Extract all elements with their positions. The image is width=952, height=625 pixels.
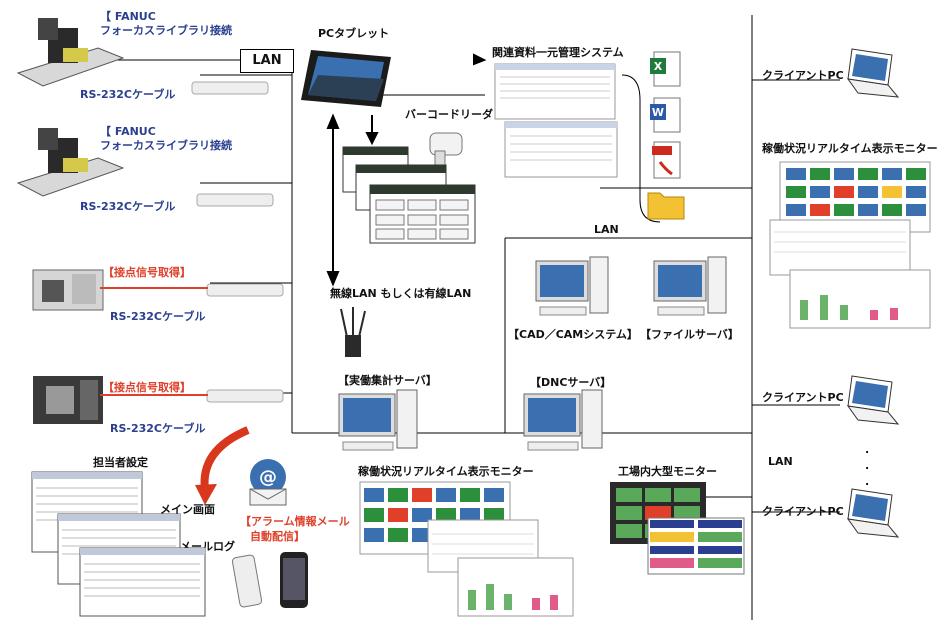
machine-4-title: 【接点信号取得】: [103, 381, 191, 394]
collection-server-computer: [338, 389, 418, 451]
dnc-server-computer: [523, 389, 603, 451]
pc-tablet-label: PCタブレット: [318, 27, 390, 40]
factory-monitor: [610, 482, 745, 575]
machine-1-cable: RS-232Cケーブル: [80, 88, 176, 101]
realtime-monitor-right-label: 稼働状況リアルタイム表示モニター: [762, 142, 938, 155]
file-server-computer: [653, 256, 727, 316]
dot-3: .: [865, 475, 870, 488]
machine-3: [32, 269, 104, 311]
signal-cable-4: [100, 394, 208, 396]
machine-4-cable: RS-232Cケーブル: [110, 422, 206, 435]
machine-2-title-line2: フォーカスライブラリ接続: [100, 139, 232, 152]
machine-3-cable: RS-232Cケーブル: [110, 310, 206, 323]
dnc-server-label: 【DNCサーバ】: [530, 376, 612, 389]
machine-3-title: 【接点信号取得】: [103, 266, 191, 279]
alarm-arrow: [200, 426, 250, 491]
router-icon: [340, 307, 366, 357]
cad-cam-label: 【CAD／CAMシステム】: [508, 328, 638, 341]
realtime-monitor-right-screens: [769, 161, 931, 329]
converter-box-3: [206, 283, 284, 297]
cnc-machine-2: [16, 128, 125, 197]
alarm-mail-line2: 自動配信】: [250, 530, 305, 543]
converter-box-1: [191, 81, 269, 95]
main-screen-label: メイン画面: [160, 503, 215, 516]
lan-right-label: LAN: [768, 455, 793, 468]
svg-text:W: W: [652, 106, 664, 119]
doc-system-screens: [494, 63, 618, 178]
svg-text:X: X: [654, 60, 663, 73]
converter-box-2: [196, 193, 274, 207]
realtime-monitor-bottom-label: 稼働状況リアルタイム表示モニター: [358, 465, 534, 478]
collection-server-label: 【実働集計サーバ】: [338, 374, 437, 387]
machine-2-title-line1: 【 FANUC: [100, 125, 156, 138]
laptop-icon-2: [846, 375, 900, 425]
machine-2-cable: RS-232Cケーブル: [80, 200, 176, 213]
person-setting-label: 担当者設定: [93, 456, 148, 469]
laptop-icon-1: [846, 48, 900, 98]
pdf-icon: [652, 141, 681, 179]
email-icon: @: [249, 459, 287, 506]
barcode-reader: [429, 132, 463, 168]
word-icon: W: [650, 97, 681, 133]
wireless-lan-label: 無線LAN もしくは有線LAN: [330, 287, 472, 300]
converter-box-4: [206, 389, 284, 403]
doc-system-label: 関連資料一元管理システム: [492, 46, 624, 59]
lan-box: LAN: [240, 49, 294, 73]
cnc-machine-1: [16, 18, 125, 87]
dot-1: .: [865, 443, 870, 456]
lan-mid-label: LAN: [594, 223, 619, 236]
signal-cable-3: [100, 287, 208, 289]
machine-1-title-line2: フォーカスライブラリ接続: [100, 24, 232, 37]
folder-icon: [647, 192, 685, 220]
factory-monitor-label: 工場内大型モニター: [618, 465, 717, 478]
machine-1-title-line1: 【 FANUC: [100, 10, 156, 23]
machine-4: [33, 376, 103, 424]
realtime-monitor-bottom-screens: [359, 481, 574, 617]
alarm-mail-line1: 【アラーム情報メール: [240, 515, 350, 528]
client-pc-1-label: クライアントPC: [762, 69, 844, 82]
excel-icon: X: [650, 51, 681, 87]
client-pc-3-label: クライアントPC: [762, 505, 844, 518]
cad-cam-computer: [535, 256, 609, 316]
laptop-icon-3: [846, 488, 900, 538]
mobile-phones: [231, 552, 308, 608]
dot-2: .: [865, 459, 870, 472]
file-server-label: 【ファイルサーバ】: [640, 328, 739, 341]
svg-text:@: @: [259, 467, 277, 488]
email-app-screens: [31, 471, 206, 617]
barcode-reader-label: バーコードリーダ: [405, 108, 493, 121]
pc-tablet: [301, 50, 391, 107]
terminal-screens: [342, 146, 476, 244]
client-pc-2-label: クライアントPC: [762, 391, 844, 404]
